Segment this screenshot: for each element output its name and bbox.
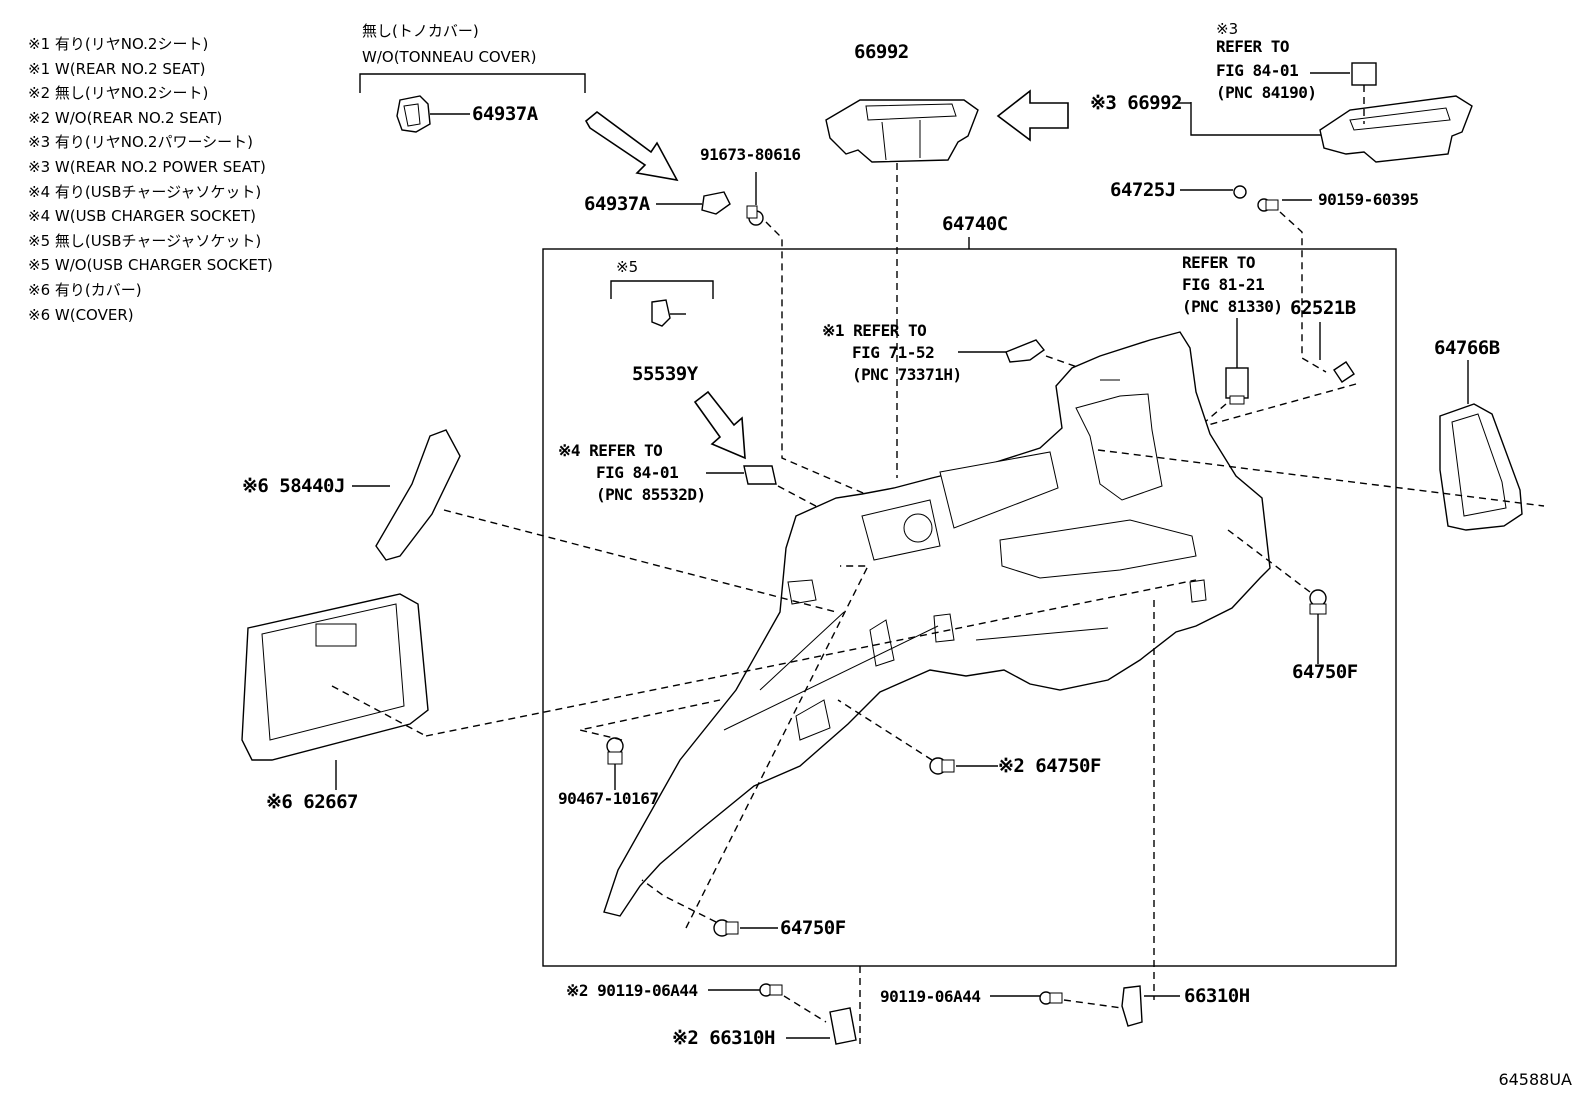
part-64937A-left: 64937A bbox=[584, 193, 650, 215]
ref-fig84-01-b-line2: FIG 84-01 bbox=[596, 463, 679, 482]
direction-arrow-icon bbox=[996, 89, 1069, 142]
note-x3: ※3 bbox=[1216, 20, 1239, 38]
screw-90119-icon bbox=[708, 983, 827, 1023]
legend-line: ※1 有り(リヤNO.2シート) bbox=[28, 35, 209, 53]
part-58440J: ※6 58440J bbox=[242, 475, 345, 497]
legend-line: ※6 有り(カバー) bbox=[28, 280, 142, 299]
legend-line: ※5 W/O(USB CHARGER SOCKET) bbox=[28, 256, 273, 275]
part-66310H-left: ※2 66310H bbox=[672, 1027, 775, 1049]
socket-55539Y-icon bbox=[651, 299, 686, 327]
part-64750F-bottom: 64750F bbox=[780, 917, 846, 939]
bracket-73371H-icon bbox=[958, 339, 1081, 369]
clip-64750F-icon bbox=[641, 879, 778, 937]
legend-line: ※6 W(COVER) bbox=[28, 305, 134, 324]
tonneau-note-jp: 無し(トノカバー) bbox=[362, 22, 479, 40]
part-64740C: 64740C bbox=[942, 213, 1008, 235]
screw-90159-icon bbox=[1257, 198, 1327, 373]
retainer-66310H-icon bbox=[1121, 985, 1180, 1027]
part-62521B: 62521B bbox=[1290, 297, 1356, 319]
part-64750F-right: 64750F bbox=[1292, 661, 1358, 683]
part-64766B: 64766B bbox=[1434, 337, 1500, 359]
ref-fig84-01-line2: FIG 84-01 bbox=[1216, 61, 1299, 80]
ref-fig81-21-line3: (PNC 81330) bbox=[1182, 297, 1283, 316]
figure-id: 64588UA bbox=[1498, 1070, 1572, 1089]
part-90119-06A44-left: ※2 90119-06A44 bbox=[566, 981, 698, 1000]
legend-line: ※5 無し(USBチャージャソケット) bbox=[28, 231, 262, 250]
trim-64766B-icon bbox=[1097, 360, 1545, 531]
ref-fig71-52-line1: ※1 REFER TO bbox=[822, 321, 927, 340]
clip-90467-icon bbox=[579, 699, 721, 790]
ref-fig84-01-line1: REFER TO bbox=[1216, 37, 1290, 56]
note-x5: ※5 bbox=[616, 258, 639, 276]
legend-line: ※3 W(REAR NO.2 POWER SEAT) bbox=[28, 157, 266, 176]
legend-line: ※4 W(USB CHARGER SOCKET) bbox=[28, 207, 256, 226]
part-64750F-middle: ※2 64750F bbox=[998, 755, 1101, 777]
clip-64725J-icon bbox=[1180, 185, 1247, 199]
part-90467-10167: 90467-10167 bbox=[558, 789, 659, 808]
legend-line: ※2 無し(リヤNO.2シート) bbox=[28, 84, 209, 103]
part-62667: ※6 62667 bbox=[266, 791, 359, 813]
clip-64750F-icon bbox=[837, 699, 998, 775]
pad-64937A-icon bbox=[656, 191, 731, 215]
retainer-66310H-icon bbox=[786, 1007, 857, 1045]
direction-arrow-icon bbox=[584, 110, 679, 182]
ref-fig71-52-line3: (PNC 73371H) bbox=[852, 365, 962, 384]
legend-line: ※1 W(REAR NO.2 SEAT) bbox=[28, 59, 206, 78]
tonneau-bracket bbox=[359, 73, 586, 93]
part-90119-06A44-right: 90119-06A44 bbox=[880, 987, 981, 1006]
part-66310H-right: 66310H bbox=[1184, 985, 1250, 1007]
screw-90119-icon bbox=[990, 991, 1123, 1009]
legend-line: ※3 有り(リヤNO.2パワーシート) bbox=[28, 133, 254, 152]
ref-fig81-21-line2: FIG 81-21 bbox=[1182, 275, 1265, 294]
ref-fig81-21-line1: REFER TO bbox=[1182, 253, 1256, 272]
connector-81330-icon bbox=[1197, 318, 1249, 429]
tonneau-note-en: W/O(TONNEAU COVER) bbox=[362, 48, 537, 66]
cover-62667-icon bbox=[241, 579, 1197, 790]
ref-fig84-01-b-line1: ※4 REFER TO bbox=[558, 441, 663, 460]
part-64937A-top: 64937A bbox=[472, 103, 538, 125]
tray-66992-icon bbox=[825, 99, 979, 478]
tray-66992-power-icon bbox=[1177, 62, 1473, 163]
cover-58440J-icon bbox=[352, 429, 837, 613]
ref-fig71-52-line2: FIG 71-52 bbox=[852, 343, 935, 362]
part-55539Y: 55539Y bbox=[632, 363, 698, 385]
direction-arrow-icon bbox=[693, 390, 746, 460]
part-64725J: 64725J bbox=[1110, 179, 1176, 201]
part-91673-80616: 91673-80616 bbox=[700, 145, 801, 164]
clip-64937A-icon bbox=[396, 95, 470, 133]
quarter-panel-64740C-icon bbox=[603, 331, 1271, 917]
legend-line: ※2 W/O(REAR NO.2 SEAT) bbox=[28, 108, 223, 127]
part-66992-right: ※3 66992 bbox=[1090, 92, 1183, 114]
screw-91673-icon bbox=[746, 172, 871, 497]
clip-62521B-icon bbox=[1189, 322, 1357, 431]
ref-fig84-01-b-line3: (PNC 85532D) bbox=[596, 485, 706, 504]
part-90159-60395: 90159-60395 bbox=[1318, 190, 1419, 209]
legend: ※1 有り(リヤNO.2シート) ※1 W(REAR NO.2 SEAT) ※2… bbox=[28, 32, 273, 327]
clip-64750F-icon bbox=[1227, 529, 1327, 664]
part-66992-top: 66992 bbox=[854, 41, 909, 63]
ref-fig84-01-line3: (PNC 84190) bbox=[1216, 83, 1317, 102]
legend-line: ※4 有り(USBチャージャソケット) bbox=[28, 182, 262, 201]
